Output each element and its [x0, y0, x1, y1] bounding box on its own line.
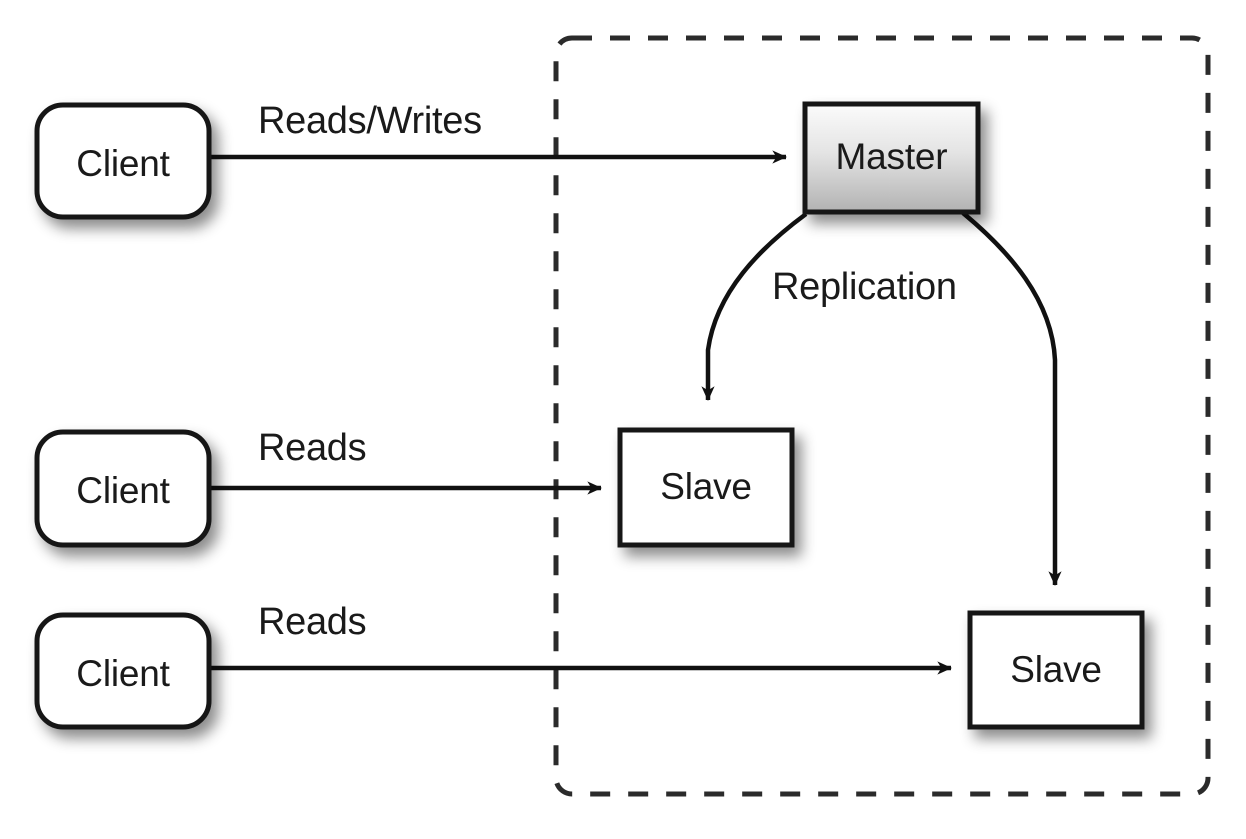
edge-master-slave1-curve	[701, 212, 808, 402]
node-slave-2[interactable]	[967, 610, 1145, 730]
replication-cluster-boundary	[553, 35, 1211, 797]
client-3-shape[interactable]	[34, 612, 212, 730]
edge-label-reads-slave1: Reads	[258, 427, 367, 469]
node-client-1[interactable]	[34, 102, 212, 220]
edge-label-replication: Replication	[772, 266, 957, 308]
node-client-2[interactable]	[34, 429, 212, 548]
slave-1-shape[interactable]	[617, 427, 795, 548]
node-slave-1[interactable]	[617, 427, 795, 548]
edge-master-slave2-curve	[961, 211, 1062, 587]
client-1-shape[interactable]	[34, 102, 212, 220]
client-2-shape[interactable]	[34, 429, 212, 548]
slave-2-shape[interactable]	[967, 610, 1145, 730]
edge-label-reads-writes: Reads/Writes	[258, 100, 482, 142]
node-client-3[interactable]	[34, 612, 212, 730]
edge-label-reads-slave2: Reads	[258, 601, 367, 643]
node-master[interactable]	[802, 101, 981, 215]
master-shape[interactable]	[802, 101, 981, 215]
